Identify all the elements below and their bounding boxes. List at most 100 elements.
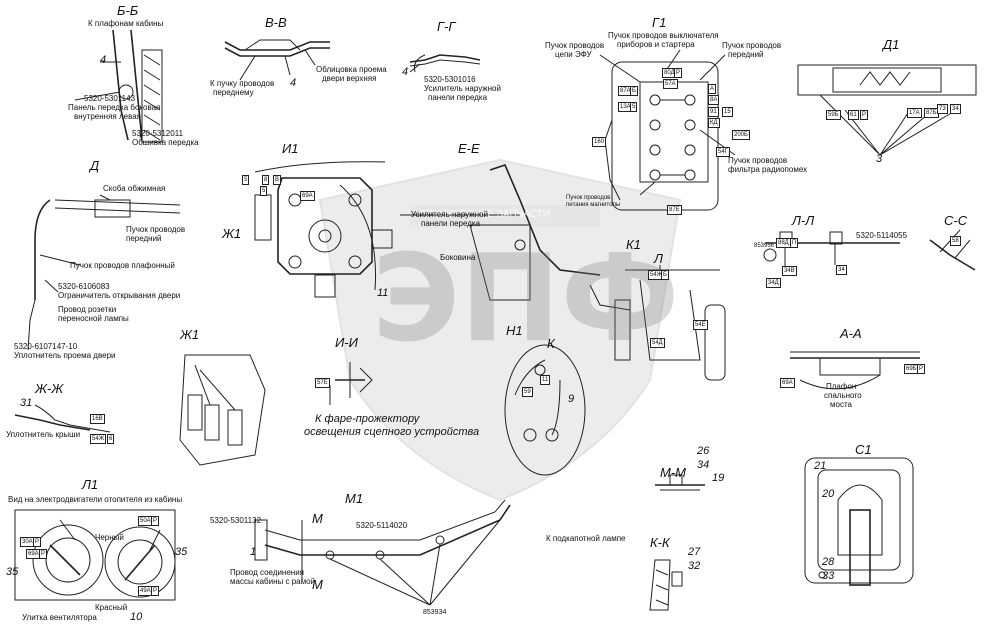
label-g1-filter1: Пучок проводов bbox=[728, 156, 788, 165]
wire-tag: 58 bbox=[950, 236, 961, 246]
section-i1-drawing bbox=[254, 161, 393, 298]
label-g1-filter2: фильтра радиопомех bbox=[728, 165, 808, 174]
section-mm-drawing bbox=[655, 474, 705, 491]
label-bb-part1-desc1: Панель передка боковая bbox=[68, 103, 161, 112]
callout-bb-4: 4 bbox=[100, 54, 107, 66]
label-ll-num: 853956 bbox=[754, 243, 775, 249]
title-g1: Г1 bbox=[652, 15, 667, 30]
title-i1: И1 bbox=[282, 141, 299, 156]
title-m1: М1 bbox=[345, 491, 364, 506]
label-d-ceiling: Пучок проводов плафонный bbox=[70, 261, 175, 270]
wire-tag: А bbox=[708, 84, 717, 94]
wire-tag: 6 bbox=[107, 434, 115, 444]
label-aa-lamp2: спального bbox=[824, 391, 862, 400]
wire-tag: Р bbox=[860, 110, 869, 120]
label-d-socket1: Провод розетки bbox=[58, 305, 117, 314]
wire-tag: 59Б bbox=[826, 110, 841, 120]
label-aa-lamp3: моста bbox=[830, 400, 852, 409]
callout-c1-20: 20 bbox=[822, 488, 835, 500]
callout-c1-33: 33 bbox=[822, 570, 835, 582]
label-m1-num: 853934 bbox=[423, 609, 447, 616]
title-ii: И-И bbox=[335, 335, 358, 350]
title-c1: С1 bbox=[855, 442, 872, 457]
title-mm: М-М bbox=[660, 465, 686, 480]
wire-tag: 5 bbox=[630, 102, 638, 112]
label-g1-switch2: приборов и стартера bbox=[617, 40, 695, 49]
label-gg-desc2: панели передка bbox=[428, 93, 488, 102]
label-d-socket2: переносной лампы bbox=[58, 314, 129, 323]
callout-c1-28: 28 bbox=[822, 556, 835, 568]
title-bb: Б-Б bbox=[117, 3, 139, 18]
label-m1-ground2: массы кабины с рамой bbox=[230, 577, 316, 586]
callout-i1-11: 11 bbox=[377, 287, 389, 299]
label-g1-switch1: Пучок проводов выключателя bbox=[608, 31, 719, 40]
wire-tag: 91 bbox=[708, 107, 719, 117]
label-bb-part1-desc2: внутренняя левая bbox=[74, 112, 142, 121]
wire-tag: 5 bbox=[260, 186, 268, 196]
callout-kk-32: 32 bbox=[688, 560, 701, 572]
label-m1-ground1: Провод соединения bbox=[230, 568, 305, 577]
label-vv-front2: переднему bbox=[213, 88, 254, 97]
label-ee-reinf1: Усилитель наружной bbox=[411, 210, 488, 219]
wire-tag: 57Е bbox=[315, 378, 330, 388]
wire-tag: 54Д bbox=[650, 338, 665, 348]
section-m1-drawing bbox=[254, 499, 511, 606]
wire-tag: Б bbox=[630, 86, 638, 96]
callout-mm-19: 19 bbox=[712, 472, 725, 484]
label-vv-front: К пучку проводов bbox=[210, 79, 275, 88]
title-l1: Л1 bbox=[82, 477, 99, 492]
callout-k1-9: 9 bbox=[568, 393, 575, 405]
wire-tag: 57А bbox=[663, 79, 678, 89]
section-d1-drawing bbox=[797, 64, 977, 156]
label-m1-part1: 5320-5301132 bbox=[210, 516, 262, 525]
callout-m1-1: 1 bbox=[250, 546, 257, 558]
section-kk-drawing bbox=[649, 559, 683, 611]
watermark-logo: ЭПФ bbox=[372, 230, 680, 369]
label-ii-head1: К фаре-прожектору bbox=[315, 413, 420, 425]
title-zhzh: Ж-Ж bbox=[35, 381, 64, 396]
label-m1-lamp: К подкапотной лампе bbox=[546, 534, 626, 543]
section-vv-drawing bbox=[224, 39, 330, 81]
wire-tag: 160 bbox=[592, 137, 607, 147]
label-vv-door2: двери верхняя bbox=[322, 74, 377, 83]
watermark-shield bbox=[318, 158, 682, 502]
label-bb-part1: 5320-5301143 bbox=[84, 94, 136, 103]
section-aa-drawing bbox=[790, 351, 920, 390]
section-n1-drawing bbox=[504, 344, 586, 476]
wire-tag: 59 bbox=[522, 387, 533, 397]
callout-mm-34: 34 bbox=[697, 459, 710, 471]
wire-tag: Р bbox=[151, 586, 160, 596]
label-d-front2: передний bbox=[126, 234, 162, 243]
callout-zhzh-31: 31 bbox=[20, 397, 33, 409]
label-ee-reinf2: панели передка bbox=[421, 219, 481, 228]
title-gg: Г-Г bbox=[437, 19, 456, 34]
arrow-zh1: Ж1 bbox=[222, 226, 242, 241]
label-l1-red: Красный bbox=[95, 603, 128, 612]
wire-tag: 8А bbox=[708, 95, 720, 105]
section-bb-drawing bbox=[74, 29, 163, 143]
wire-tag: Р bbox=[151, 516, 160, 526]
callout-mm-26: 26 bbox=[697, 445, 710, 457]
arrow-l: Л bbox=[654, 251, 663, 266]
label-l1-fan: Улитка вентилятора bbox=[22, 613, 97, 622]
label-zhzh-roof: Уплотнитель крыши bbox=[6, 430, 81, 439]
callout-kk-27: 27 bbox=[688, 546, 701, 558]
callout-vv-4: 4 bbox=[290, 77, 297, 89]
label-bb-part2: 5320-5312011 bbox=[132, 129, 184, 138]
section-ii-drawing bbox=[329, 362, 373, 405]
wire-tag: 11 bbox=[540, 375, 551, 385]
wire-tag: П bbox=[790, 238, 799, 248]
label-ee-side: Боковина bbox=[440, 253, 476, 262]
callout-c1-21: 21 bbox=[814, 460, 827, 472]
title-kk: К-К bbox=[650, 535, 670, 550]
callout-gg-4: 4 bbox=[402, 66, 409, 78]
wire-tag: 34В bbox=[782, 266, 797, 276]
callout-l1-10: 10 bbox=[130, 611, 143, 623]
label-g1-efu2: цепи ЭФУ bbox=[555, 50, 592, 59]
label-vv-door1: Облицовка проема bbox=[316, 65, 387, 74]
section-d-drawing bbox=[27, 194, 181, 351]
section-l1-drawing bbox=[14, 509, 176, 601]
label-d-limiter: Ограничитель открывания двери bbox=[58, 291, 181, 300]
label-gg-desc1: Усилитель наружной bbox=[424, 84, 501, 93]
